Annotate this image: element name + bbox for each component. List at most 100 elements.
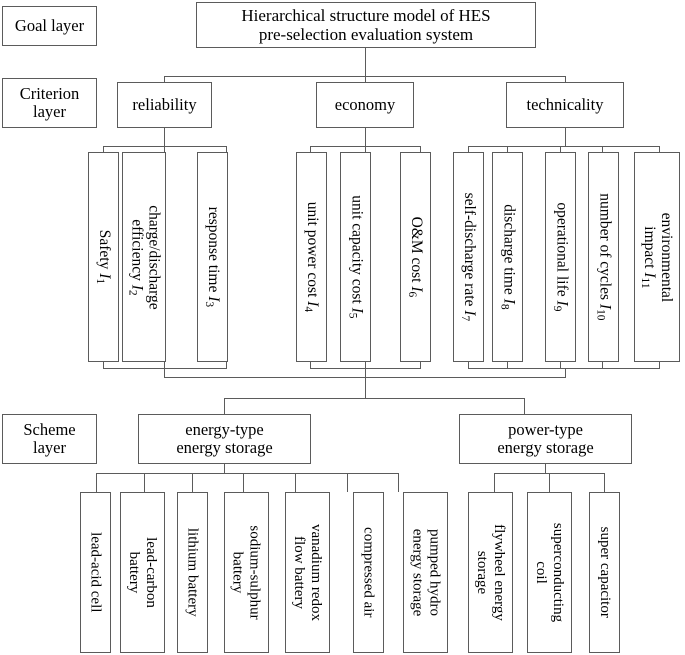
technology-label-vanadium-redox-flow-battery: vanadium redox flow battery <box>291 523 325 622</box>
connector-scheme-bus <box>224 398 524 399</box>
connector-power-type-stem <box>545 464 546 473</box>
connector-reliability-to-I3 <box>226 146 227 152</box>
connector-energy-to-lithium-battery <box>192 473 193 492</box>
indicator-box-I5[interactable]: unit capacity cost I5 <box>340 152 371 362</box>
connector-scheme-to-power-type <box>524 398 525 414</box>
connector-energy-to-pumped-hydro-energy-storage <box>398 473 399 492</box>
connector-reliability-bottom-bus <box>103 368 227 369</box>
connector-technicality-bus <box>468 146 659 147</box>
connector-to-economy <box>365 76 366 82</box>
indicator-box-I7[interactable]: self-discharge rate I7 <box>453 152 484 362</box>
connector-reliability-stem <box>164 128 165 146</box>
indicator-box-I1[interactable]: Safety I1 <box>88 152 119 362</box>
technology-box-compressed-air[interactable]: compressed air <box>353 492 384 653</box>
connector-technicality-to-I9 <box>560 146 561 152</box>
connector-technicality-stem <box>565 128 566 146</box>
indicator-box-I10[interactable]: number of cycles I10 <box>588 152 619 362</box>
connector-I11-down <box>659 362 660 368</box>
connector-energy-to-vanadium-redox-flow-battery <box>295 473 296 492</box>
connector-I8-down <box>507 362 508 368</box>
technology-box-lead-carbon-battery[interactable]: lead-carbon battery <box>120 492 165 653</box>
connector-I10-down <box>602 362 603 368</box>
scheme-label-energy-type-line2: energy storage <box>176 438 273 457</box>
connector-I3-down <box>226 362 227 368</box>
connector-I2-down <box>164 362 165 368</box>
technology-box-super-capacitor[interactable]: super capacitor <box>589 492 620 653</box>
connector-power-to-flywheel-energy-storage <box>494 473 495 492</box>
scheme-box-power-type[interactable]: power-type energy storage <box>459 414 632 464</box>
layer-label-criterion-line1: Criterion <box>19 83 80 103</box>
connector-to-technicality <box>565 76 566 82</box>
connector-technicality-to-I10 <box>602 146 603 152</box>
technology-label-super-capacitor: super capacitor <box>596 526 613 619</box>
indicator-label-I1: Safety I1 <box>94 229 114 285</box>
technology-box-pumped-hydro-energy-storage[interactable]: pumped hydro energy storage <box>403 492 448 653</box>
indicator-label-I2: charge/discharge efficiency I2 <box>126 204 163 310</box>
layer-label-criterion: Criterion layer <box>2 78 97 128</box>
connector-energy-type-stem <box>224 464 225 473</box>
technology-label-superconducting-coil: superconducting coil <box>533 522 567 623</box>
criterion-box-reliability[interactable]: reliability <box>117 82 212 128</box>
scheme-label-energy-type-line1: energy-type <box>185 419 264 439</box>
technology-box-lithium-battery[interactable]: lithium battery <box>177 492 208 653</box>
indicator-label-I10: number of cycles I10 <box>594 193 614 321</box>
indicator-box-I9[interactable]: operational life I9 <box>545 152 576 362</box>
indicator-label-I4: unit power cost I4 <box>302 201 322 313</box>
connector-power-to-superconducting-coil <box>549 473 550 492</box>
connector-I5-down <box>365 362 366 368</box>
connector-technicality-to-I11 <box>659 146 660 152</box>
layer-label-criterion-line2: layer <box>33 102 66 121</box>
connector-energy-to-lead-carbon-battery <box>144 473 145 492</box>
connector-scheme-to-energy-type <box>224 398 225 414</box>
technology-label-pumped-hydro-energy-storage: pumped hydro energy storage <box>409 528 443 617</box>
indicator-box-I4[interactable]: unit power cost I4 <box>296 152 327 362</box>
technology-box-vanadium-redox-flow-battery[interactable]: vanadium redox flow battery <box>285 492 330 653</box>
connector-energy-to-compressed-air <box>347 473 348 492</box>
technology-label-sodium-sulphur-battery: sodium-sulphur battery <box>230 525 264 620</box>
indicator-box-I2[interactable]: charge/discharge efficiency I2 <box>122 152 166 362</box>
technology-box-flywheel-energy-storage[interactable]: flywheel energy storage <box>468 492 513 653</box>
indicator-box-I6[interactable]: O&M cost I6 <box>400 152 431 362</box>
layer-label-goal-text: Goal layer <box>14 15 85 35</box>
technology-box-superconducting-coil[interactable]: superconducting coil <box>527 492 572 653</box>
technology-box-sodium-sulphur-battery[interactable]: sodium-sulphur battery <box>224 492 269 653</box>
indicator-box-I3[interactable]: response time I3 <box>197 152 228 362</box>
scheme-box-energy-type[interactable]: energy-type energy storage <box>138 414 311 464</box>
indicator-label-I7: self-discharge rate I7 <box>459 192 479 322</box>
connector-technicality-bottom-bus <box>468 368 660 369</box>
layer-label-goal: Goal layer <box>2 6 97 46</box>
indicator-label-I3: response time I3 <box>203 206 223 308</box>
connector-economy-bottom-stem <box>365 368 366 377</box>
connector-to-reliability <box>164 76 165 82</box>
technology-label-lead-carbon-battery: lead-carbon battery <box>126 537 160 608</box>
goal-box[interactable]: Hierarchical structure model of HES pre-… <box>196 2 536 48</box>
layer-label-scheme-line2: layer <box>33 438 66 457</box>
connector-I6-down <box>420 362 421 368</box>
goal-title-line1: Hierarchical structure model of HES <box>241 5 491 25</box>
connector-economy-to-I4 <box>310 146 311 152</box>
indicator-box-I8[interactable]: discharge time I8 <box>492 152 523 362</box>
connector-energy-type-bus <box>96 473 398 474</box>
indicator-label-I5: unit capacity cost I5 <box>346 195 366 319</box>
technology-label-lithium-battery: lithium battery <box>184 528 201 617</box>
indicator-label-I11: environmental impact I11 <box>639 212 676 302</box>
connector-economy-stem <box>365 128 366 146</box>
criterion-box-economy[interactable]: economy <box>316 82 414 128</box>
connector-power-to-super-capacitor <box>604 473 605 492</box>
layer-label-scheme-line1: Scheme <box>23 419 76 439</box>
technology-label-lead-acid-cell: lead-acid cell <box>87 532 104 613</box>
connector-energy-to-sodium-sulphur-battery <box>243 473 244 492</box>
connector-economy-to-I6 <box>420 146 421 152</box>
technology-label-flywheel-energy-storage: flywheel energy storage <box>474 524 508 621</box>
connector-reliability-bottom-stem <box>164 368 165 377</box>
criterion-box-technicality[interactable]: technicality <box>506 82 624 128</box>
indicator-box-I11[interactable]: environmental impact I11 <box>634 152 680 362</box>
criterion-label-reliability: reliability <box>132 94 197 114</box>
indicator-label-I6: O&M cost I6 <box>406 216 426 298</box>
criterion-label-technicality: technicality <box>526 94 604 114</box>
technology-box-lead-acid-cell[interactable]: lead-acid cell <box>80 492 111 653</box>
connector-energy-to-lead-acid-cell <box>96 473 97 492</box>
layer-label-scheme: Scheme layer <box>2 414 97 464</box>
scheme-label-power-type-line1: power-type <box>508 419 583 439</box>
